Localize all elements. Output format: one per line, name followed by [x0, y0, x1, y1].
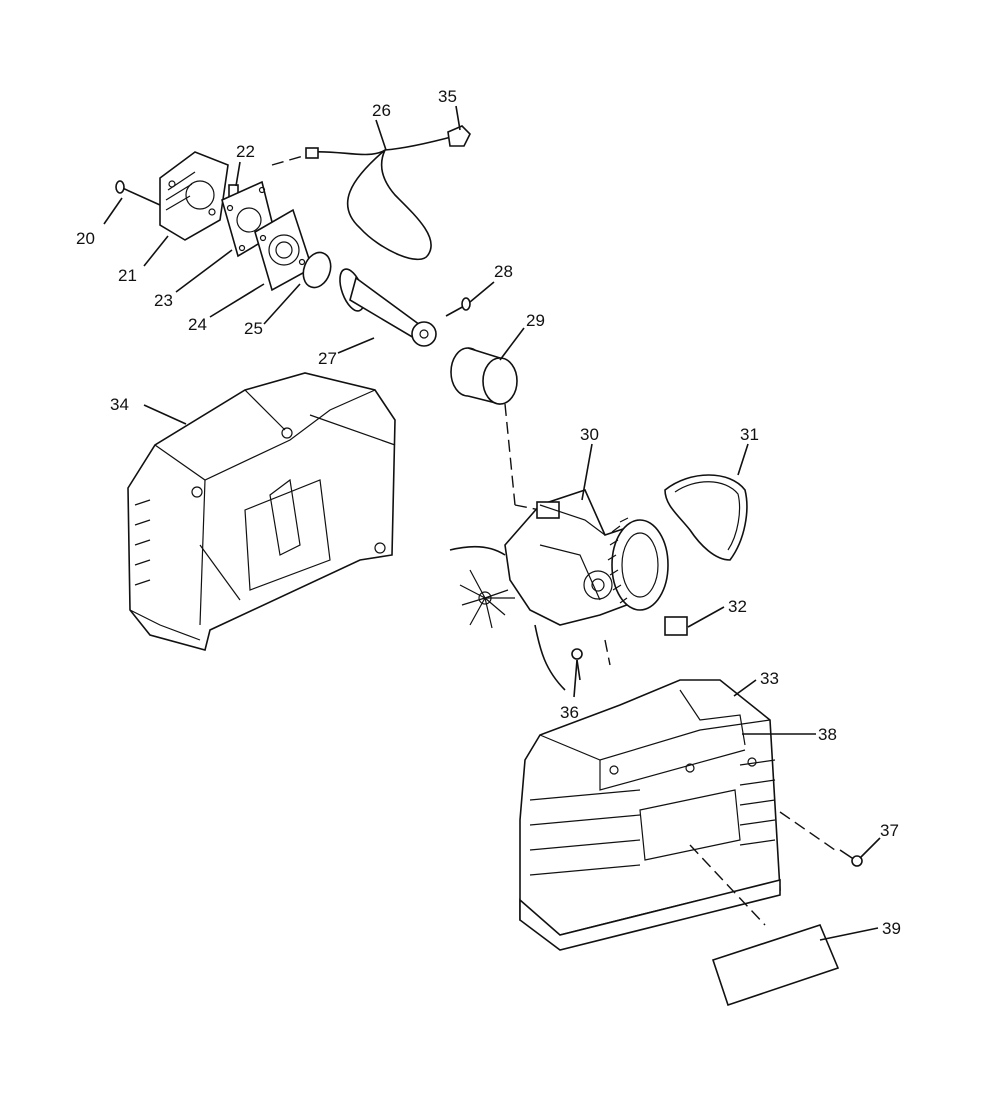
callout-34: 34 — [110, 395, 129, 414]
callout-20: 20 — [76, 229, 95, 248]
part-21-cylinder-head — [159, 151, 229, 241]
callout-23: 23 — [154, 291, 173, 310]
part-32-block — [664, 616, 688, 636]
part-30-motor-assembly — [449, 489, 669, 691]
part-24-gasket — [254, 208, 313, 292]
part-36-screw — [571, 639, 611, 681]
callout-36: 36 — [560, 703, 579, 722]
part-27-connecting-rod — [339, 268, 437, 347]
part-37-screw — [779, 811, 863, 867]
part-25-o-ring — [302, 251, 332, 289]
callout-21: 21 — [118, 266, 137, 285]
callout-35: 35 — [438, 87, 457, 106]
part-20-screw — [115, 180, 161, 206]
part-34-rear-shroud — [127, 372, 396, 651]
callout-32: 32 — [728, 597, 747, 616]
callout-26: 26 — [372, 101, 391, 120]
callout-29: 29 — [526, 311, 545, 330]
callout-39: 39 — [882, 919, 901, 938]
part-28-screw — [445, 297, 471, 317]
callout-25: 25 — [244, 319, 263, 338]
callout-30: 30 — [580, 425, 599, 444]
callout-labels: 20 21 22 23 24 25 26 27 28 29 30 31 32 3… — [76, 87, 901, 938]
part-33-front-shroud — [519, 679, 781, 951]
part-26-hose — [271, 135, 456, 261]
callout-38: 38 — [818, 725, 837, 744]
part-29-bearing — [450, 347, 518, 405]
part-39-label — [711, 924, 840, 1007]
part-31-belt — [664, 474, 748, 561]
callout-22: 22 — [236, 142, 255, 161]
part-35-fitting-nut — [447, 125, 471, 147]
leader-lines — [103, 105, 881, 941]
callout-24: 24 — [188, 315, 207, 334]
callout-27: 27 — [318, 349, 337, 368]
callout-31: 31 — [740, 425, 759, 444]
callout-28: 28 — [494, 262, 513, 281]
callout-37: 37 — [880, 821, 899, 840]
callout-33: 33 — [760, 669, 779, 688]
